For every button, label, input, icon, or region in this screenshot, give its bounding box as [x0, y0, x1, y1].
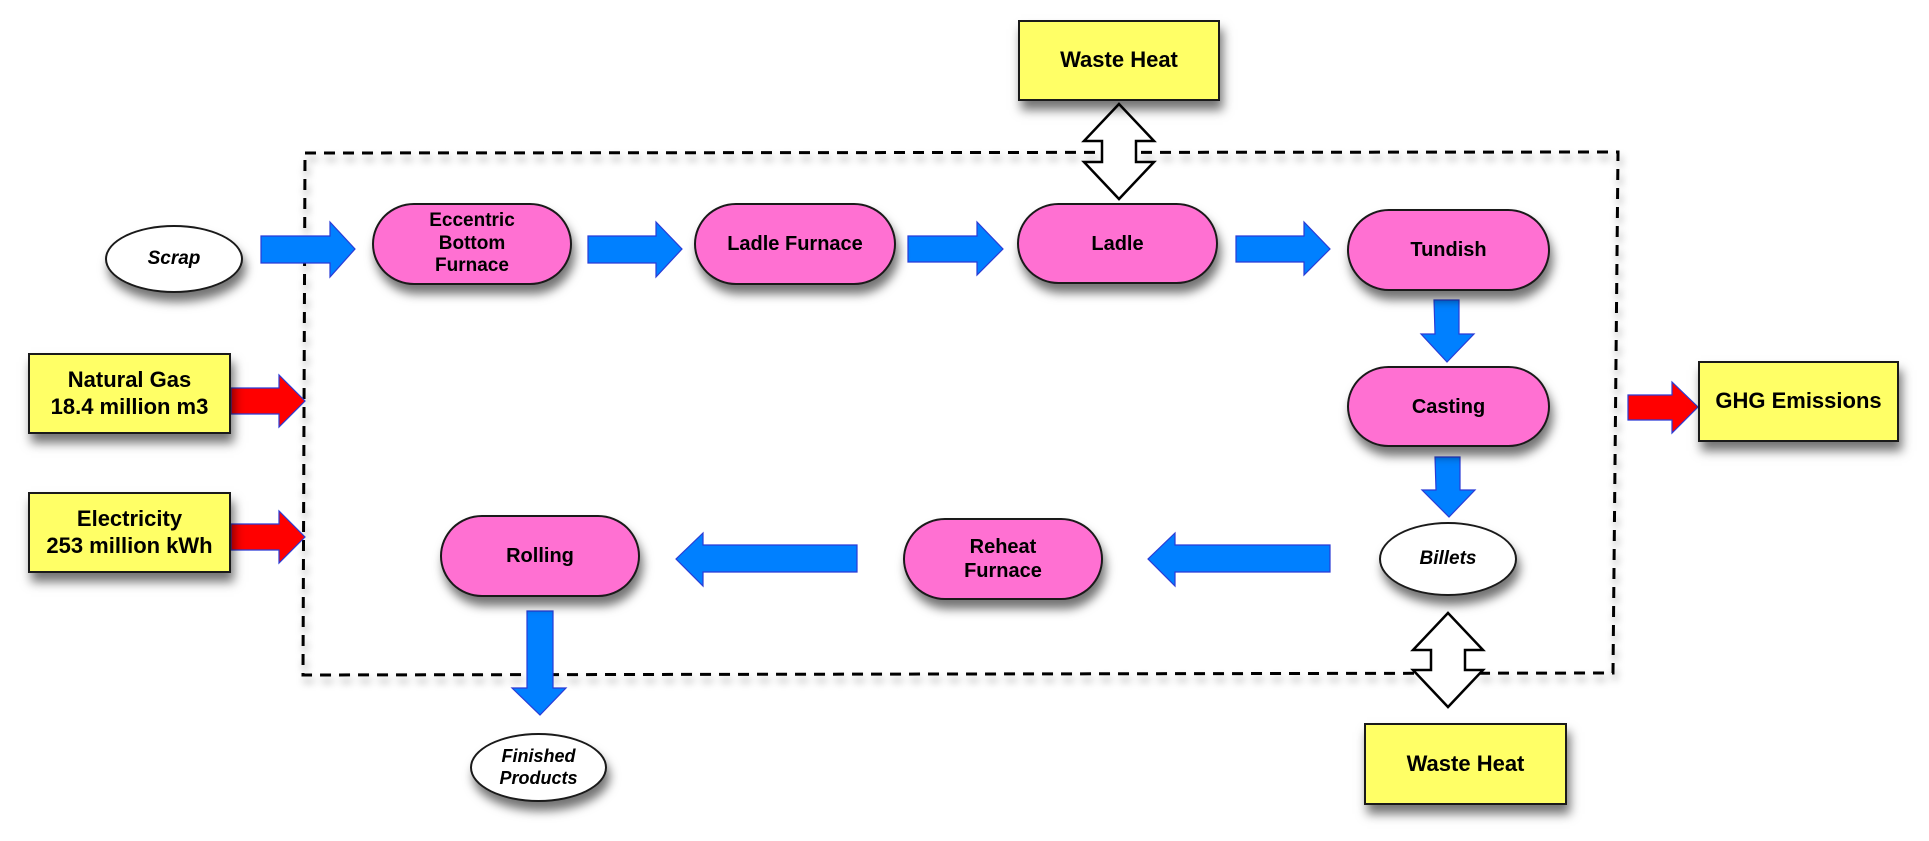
waste-heat-top-label: Waste Heat — [1060, 47, 1178, 73]
scrap-label: Scrap — [147, 247, 201, 269]
electricity-name: Electricity — [76, 506, 183, 532]
natural-gas-amount: 18.4 million m3 — [50, 393, 209, 419]
output-waste-heat-top: Waste Heat — [1018, 20, 1220, 101]
flow-arrow-ladle-to-tundish — [1235, 220, 1331, 277]
waste-heat-exchange-arrow-top — [1081, 102, 1157, 201]
ebf-label: Eccentric Bottom Furnace — [429, 209, 515, 277]
process-rolling: Rolling — [440, 515, 640, 597]
natural-gas-name: Natural Gas — [67, 367, 192, 393]
process-reheat-furnace: Reheat Furnace — [903, 518, 1103, 600]
output-waste-heat-bottom: Waste Heat — [1364, 723, 1567, 805]
electricity-amount: 253 million kWh — [46, 532, 213, 558]
flow-arrow-scrap-to-ebf — [260, 220, 356, 279]
flow-arrow-casting-to-billets — [1420, 456, 1477, 518]
waste-heat-exchange-arrow-bottom — [1410, 611, 1486, 709]
tundish-label: Tundish — [1410, 239, 1487, 261]
finished-products-label: Finished Products — [499, 745, 578, 788]
energy-arrow-electricity — [230, 509, 306, 565]
flow-arrow-rolling-to-finished-products — [510, 610, 568, 716]
flow-arrow-ebf-to-ladle-furnace — [587, 220, 683, 279]
input-natural-gas: Natural Gas 18.4 million m3 — [28, 353, 231, 434]
flow-arrow-ladle-furnace-to-ladle — [907, 220, 1004, 277]
emission-arrow-ghg — [1627, 380, 1699, 435]
process-ladle-furnace: Ladle Furnace — [694, 203, 896, 285]
system-boundary — [301, 150, 1620, 677]
energy-arrow-natural-gas — [230, 373, 306, 429]
flow-arrow-billets-to-reheat — [1147, 531, 1331, 588]
casting-label: Casting — [1411, 395, 1486, 418]
ladle-furnace-label: Ladle Furnace — [727, 233, 863, 255]
flow-arrow-reheat-to-rolling — [675, 531, 858, 588]
ghg-emissions-label: GHG Emissions — [1715, 388, 1882, 414]
waste-heat-bottom-label: Waste Heat — [1406, 750, 1525, 776]
process-ladle: Ladle — [1017, 203, 1218, 284]
rolling-label: Rolling — [506, 545, 574, 567]
process-casting: Casting — [1347, 366, 1550, 447]
output-ghg-emissions: GHG Emissions — [1698, 361, 1899, 442]
reheat-furnace-label: Reheat Furnace — [964, 536, 1042, 582]
billets-label: Billets — [1419, 547, 1477, 569]
input-scrap: Scrap — [105, 225, 243, 293]
input-electricity: Electricity 253 million kWh — [28, 492, 231, 573]
output-finished-products: Finished Products — [470, 733, 607, 802]
process-eccentric-bottom-furnace: Eccentric Bottom Furnace — [372, 203, 572, 285]
process-tundish: Tundish — [1347, 209, 1550, 291]
ladle-label: Ladle — [1091, 232, 1144, 255]
flow-arrow-tundish-to-casting — [1419, 299, 1476, 363]
intermediate-billets: Billets — [1379, 522, 1517, 596]
